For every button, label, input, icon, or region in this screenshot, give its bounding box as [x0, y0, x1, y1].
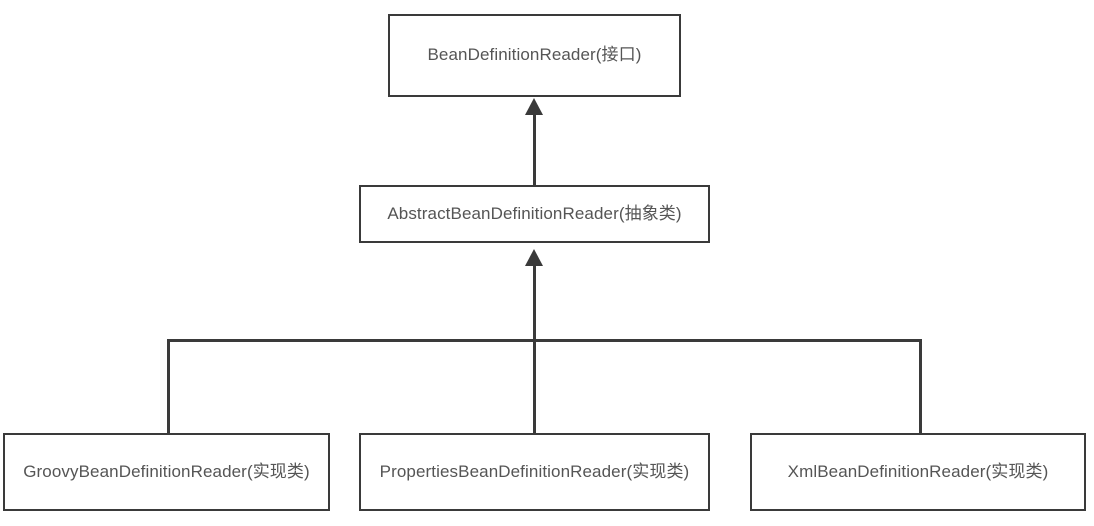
generalization-edge-implementations-to-abstract	[533, 265, 536, 341]
class-node-label: XmlBeanDefinitionReader(实现类)	[787, 461, 1049, 481]
generalization-bus-horizontal	[167, 339, 922, 342]
class-node-label: PropertiesBeanDefinitionReader(实现类)	[379, 461, 690, 481]
generalization-edge-drop-properties	[533, 339, 536, 434]
generalization-edge-drop-groovy	[167, 339, 170, 434]
arrowhead-up-icon	[525, 98, 543, 115]
class-node-abstract-bean-definition-reader[interactable]: AbstractBeanDefinitionReader(抽象类)	[359, 185, 710, 243]
class-node-label: AbstractBeanDefinitionReader(抽象类)	[387, 203, 682, 223]
arrowhead-up-icon	[525, 249, 543, 266]
class-node-bean-definition-reader[interactable]: BeanDefinitionReader(接口)	[388, 14, 681, 97]
class-node-label: GroovyBeanDefinitionReader(实现类)	[23, 461, 310, 481]
class-node-properties-bean-definition-reader[interactable]: PropertiesBeanDefinitionReader(实现类)	[359, 433, 710, 511]
class-node-xml-bean-definition-reader[interactable]: XmlBeanDefinitionReader(实现类)	[750, 433, 1086, 511]
generalization-edge-drop-xml	[919, 339, 922, 434]
class-node-label: BeanDefinitionReader(接口)	[427, 45, 642, 65]
class-node-groovy-bean-definition-reader[interactable]: GroovyBeanDefinitionReader(实现类)	[3, 433, 330, 511]
generalization-edge-abstract-to-interface	[533, 114, 536, 185]
